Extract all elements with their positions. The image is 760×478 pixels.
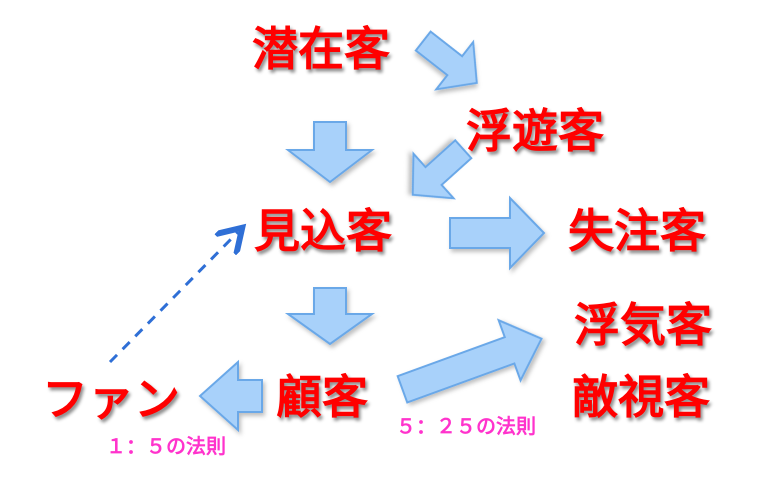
arrow-potential-to-prospect — [285, 121, 375, 184]
node-prospect: 見込客 — [254, 204, 392, 258]
node-customer: 顧客 — [276, 370, 368, 424]
arrow-prospect-to-lost — [449, 195, 546, 271]
node-lost-customer: 失注客 — [568, 204, 706, 258]
node-floating-customer: 浮遊客 — [466, 104, 604, 158]
dashed-arrow-fan-to-prospect — [108, 232, 238, 364]
arrow-potential-to-floating — [414, 30, 478, 91]
arrow-customer-to-fickle-hostile — [396, 318, 543, 404]
node-hostile-customer: 敵視客 — [572, 370, 710, 424]
arrow-customer-to-fan — [198, 359, 263, 433]
rule-5-to-25: ５：２５の法則 — [396, 414, 536, 438]
arrow-floating-to-prospect — [411, 138, 473, 200]
node-potential-customer: 潜在客 — [252, 22, 390, 76]
rule-1-to-5: １：５の法則 — [106, 434, 226, 458]
node-fickle-customer: 浮気客 — [574, 298, 712, 352]
arrow-prospect-to-customer — [284, 287, 376, 346]
node-fan: ファン — [42, 372, 180, 426]
